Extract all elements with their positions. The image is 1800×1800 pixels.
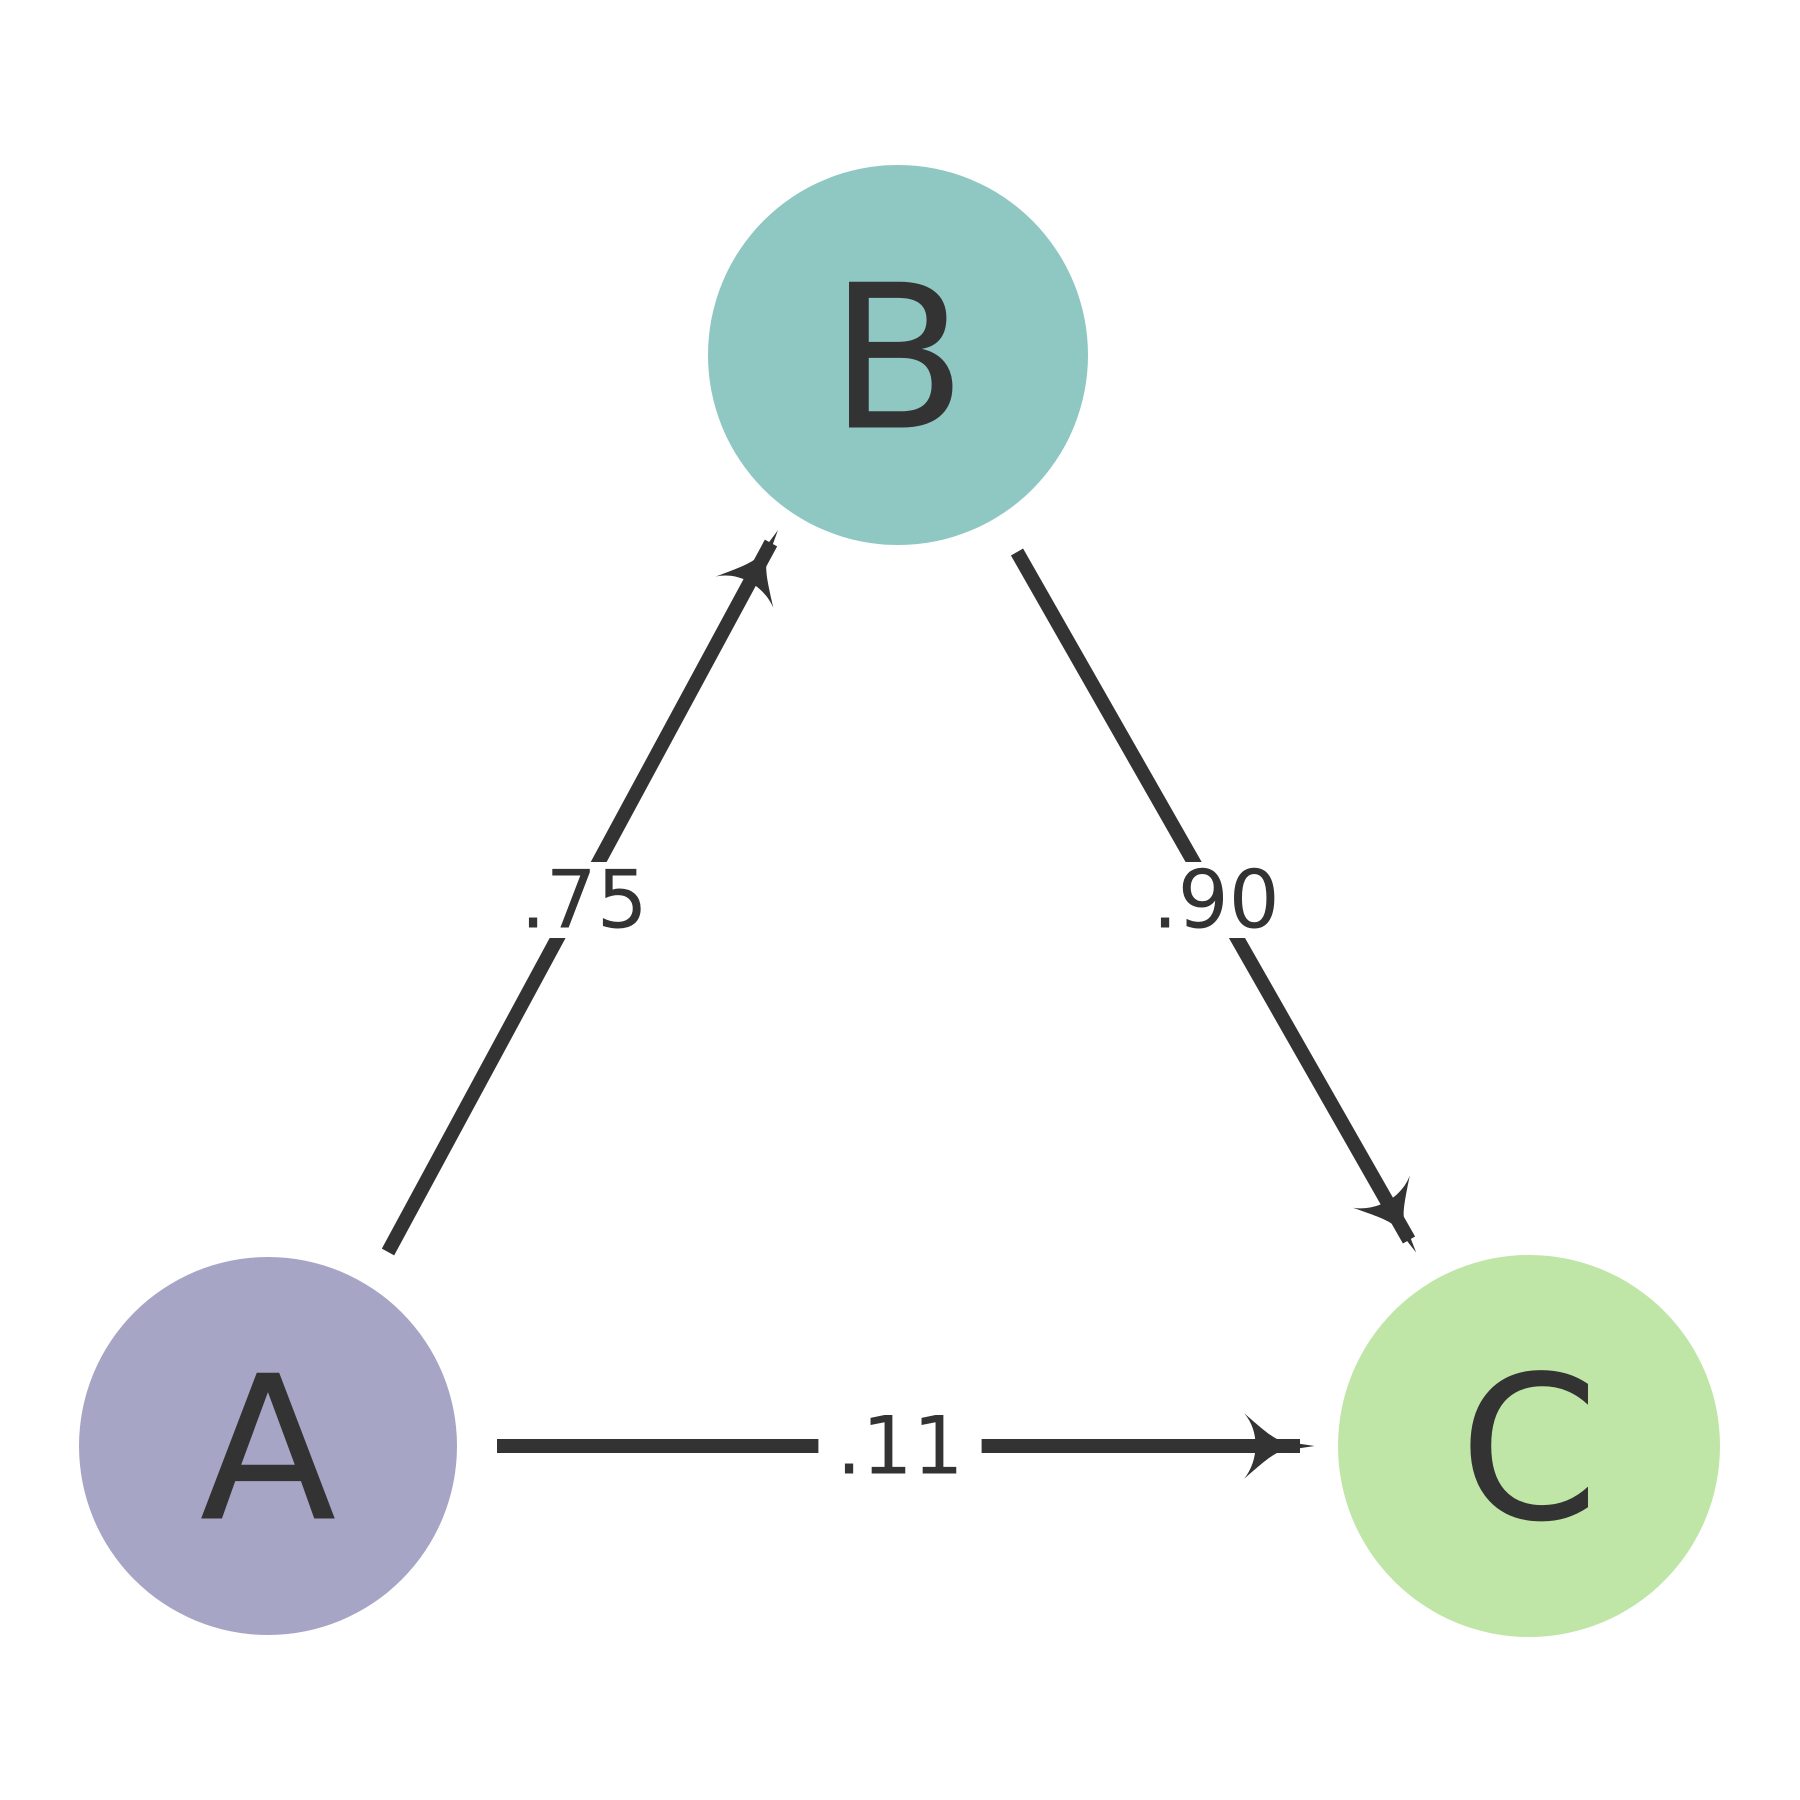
- node-b[interactable]: B: [708, 165, 1088, 545]
- edges-layer: [381, 530, 1417, 1479]
- node-c[interactable]: C: [1338, 1255, 1720, 1637]
- node-a[interactable]: A: [79, 1257, 457, 1635]
- edge-label-halo-a-b: [502, 862, 666, 938]
- edge-label-halo-a-c: [818, 1408, 982, 1484]
- node-circle-a[interactable]: [79, 1257, 457, 1635]
- nodes-layer: A B C: [79, 165, 1720, 1637]
- node-circle-b[interactable]: [708, 165, 1088, 545]
- node-circle-c[interactable]: [1338, 1255, 1720, 1637]
- edge-label-a-b: .75: [520, 854, 647, 947]
- node-label-b: B: [829, 243, 966, 476]
- node-label-a: A: [200, 1334, 337, 1567]
- edge-label-halo-b-c: [1134, 862, 1298, 938]
- node-label-c: C: [1459, 1334, 1599, 1567]
- edge-label-b-c: .90: [1152, 854, 1279, 947]
- edge-labels-layer: .75 .90 .11: [502, 854, 1298, 1493]
- edge-label-a-c: .11: [836, 1400, 963, 1493]
